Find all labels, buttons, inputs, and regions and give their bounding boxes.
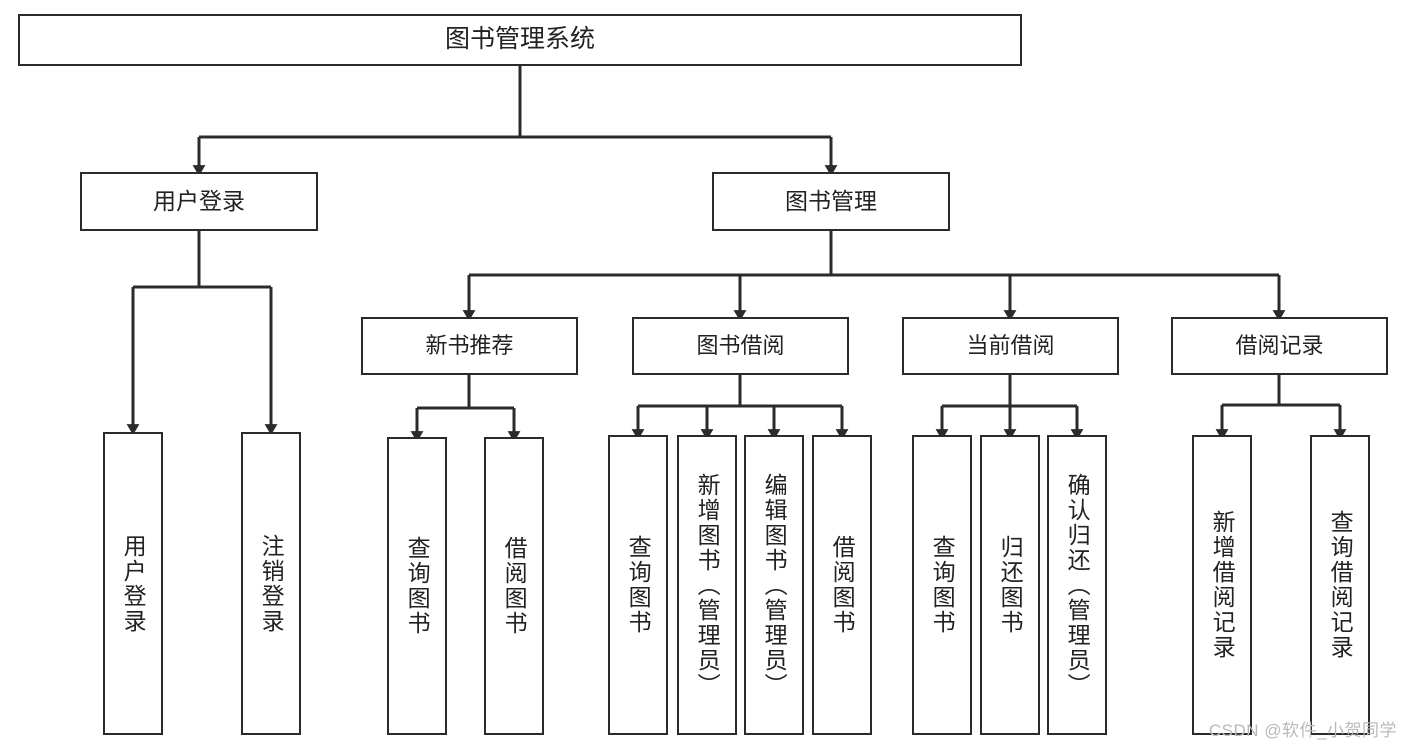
node-label: 查询图书 — [929, 535, 956, 635]
node-label: 用户登录 — [120, 533, 147, 634]
node-label: 借阅图书 — [829, 535, 856, 635]
node-label: 新增图书（管理员） — [694, 472, 721, 698]
node-label: 图书管理 — [785, 187, 877, 214]
leaf-borrow-record-query-record[interactable]: 查询借阅记录 — [1310, 435, 1370, 735]
node-book-management[interactable]: 图书管理 — [712, 172, 950, 231]
node-user-login[interactable]: 用户登录 — [80, 172, 318, 231]
node-label: 用户登录 — [153, 187, 245, 214]
leaf-current-borrow-return-book[interactable]: 归还图书 — [980, 435, 1040, 735]
node-label: 归还图书 — [997, 535, 1024, 635]
leaf-book-borrow-borrow-book[interactable]: 借阅图书 — [812, 435, 872, 735]
leaf-new-book-borrow-book[interactable]: 借阅图书 — [484, 437, 544, 735]
node-label: 借阅记录 — [1235, 333, 1324, 359]
node-label: 注销登录 — [258, 533, 285, 634]
leaf-user-login-login[interactable]: 用户登录 — [103, 432, 163, 735]
leaf-new-book-query-book[interactable]: 查询图书 — [387, 437, 447, 735]
node-new-book-recommend[interactable]: 新书推荐 — [361, 317, 578, 375]
leaf-user-login-logout[interactable]: 注销登录 — [241, 432, 301, 735]
node-borrow-record[interactable]: 借阅记录 — [1171, 317, 1388, 375]
leaf-current-borrow-query-book[interactable]: 查询图书 — [912, 435, 972, 735]
node-label: 查询借阅记录 — [1327, 510, 1354, 660]
leaf-borrow-record-add-record[interactable]: 新增借阅记录 — [1192, 435, 1252, 735]
leaf-book-borrow-query-book[interactable]: 查询图书 — [608, 435, 668, 735]
node-label: 编辑图书（管理员） — [761, 472, 788, 698]
node-label: 查询图书 — [404, 536, 431, 636]
node-label: 查询图书 — [625, 535, 652, 635]
node-label: 借阅图书 — [501, 536, 528, 636]
node-label: 确认归还（管理员） — [1064, 472, 1091, 698]
node-label: 新书推荐 — [425, 333, 514, 359]
node-book-borrow[interactable]: 图书借阅 — [632, 317, 849, 375]
leaf-current-borrow-confirm-return-admin[interactable]: 确认归还（管理员） — [1047, 435, 1107, 735]
node-root-book-management-system[interactable]: 图书管理系统 — [18, 14, 1022, 66]
csdn-watermark: CSDN @软件_小贺同学 — [1208, 721, 1397, 740]
leaf-book-borrow-edit-book-admin[interactable]: 编辑图书（管理员） — [744, 435, 804, 735]
node-label: 新增借阅记录 — [1209, 510, 1236, 660]
node-label: 图书管理系统 — [444, 25, 595, 54]
node-label: 图书借阅 — [696, 333, 785, 359]
node-current-borrow[interactable]: 当前借阅 — [902, 317, 1119, 375]
leaf-book-borrow-add-book-admin[interactable]: 新增图书（管理员） — [677, 435, 737, 735]
node-label: 当前借阅 — [966, 333, 1055, 359]
